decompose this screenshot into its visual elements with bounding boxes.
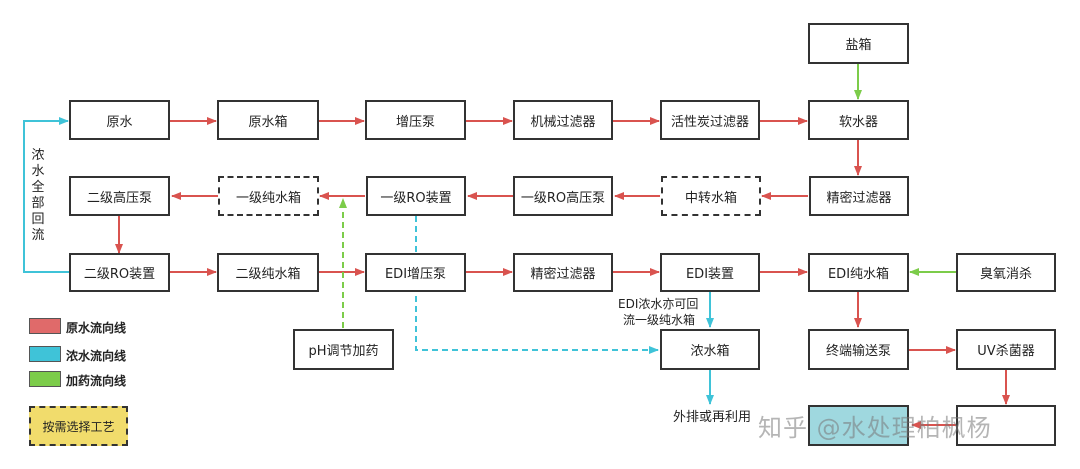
node-raw-water: 原水 — [69, 100, 170, 140]
node-ozone-sterilization: 臭氧消杀 — [956, 253, 1056, 292]
legend-raw-water-swatch — [29, 318, 61, 334]
node-ro2-hp-pump: 二级高压泵 — [69, 176, 170, 216]
discharge-label: 外排或再利用 — [673, 410, 752, 425]
node-edi-device: EDI装置 — [660, 253, 760, 292]
node-mechanical-filter: 机械过滤器 — [513, 100, 613, 140]
watermark: 知乎 @水处理柏枫杨 — [758, 414, 992, 442]
node-ph-dosing: pH调节加药 — [293, 329, 394, 370]
node-edi-booster-pump: EDI增压泵 — [365, 253, 466, 292]
node-uv-sterilizer: UV杀菌器 — [956, 329, 1056, 370]
node-ro2-pure-tank: 二级纯水箱 — [217, 253, 319, 292]
legend-dosing-label: 加药流向线 — [66, 374, 127, 388]
legend-optional-process: 按需选择工艺 — [29, 406, 128, 446]
legend-concentrate-swatch — [29, 346, 61, 362]
node-edi-pure-tank: EDI纯水箱 — [808, 253, 909, 292]
node-bottom-right-box — [956, 405, 1056, 446]
flow-concentrate-return — [23, 117, 70, 273]
legend-dosing-swatch — [29, 371, 61, 387]
node-raw-water-tank: 原水箱 — [217, 100, 319, 140]
edi-concentrate-note-line2: 流一级纯水箱 — [623, 313, 696, 327]
legend-raw-water-label: 原水流向线 — [66, 321, 127, 335]
node-booster-pump: 增压泵 — [365, 100, 466, 140]
node-ro2-device: 二级RO装置 — [69, 253, 170, 292]
node-terminal-pump: 终端输送泵 — [808, 329, 909, 370]
node-ro1-device: 一级RO装置 — [366, 176, 466, 216]
node-ro1-pure-tank: 一级纯水箱 — [218, 176, 319, 216]
node-precision-filter-2: 精密过滤器 — [513, 253, 613, 292]
legend-concentrate-label: 浓水流向线 — [66, 349, 127, 363]
node-intermediate-tank: 中转水箱 — [661, 176, 761, 216]
edi-concentrate-note-line1: EDI浓水亦可回 — [618, 297, 699, 311]
concentrate-return-label: 浓水全部回流 — [31, 148, 45, 243]
node-concentrate-tank: 浓水箱 — [660, 329, 760, 370]
node-water-softener: 软水器 — [808, 100, 909, 140]
node-ro1-hp-pump: 一级RO高压泵 — [513, 176, 613, 216]
node-activated-carbon-filter: 活性炭过滤器 — [660, 100, 760, 140]
node-precision-filter-1: 精密过滤器 — [809, 176, 909, 216]
node-bottom-teal-box — [808, 405, 909, 446]
node-salt-tank: 盐箱 — [808, 23, 909, 64]
